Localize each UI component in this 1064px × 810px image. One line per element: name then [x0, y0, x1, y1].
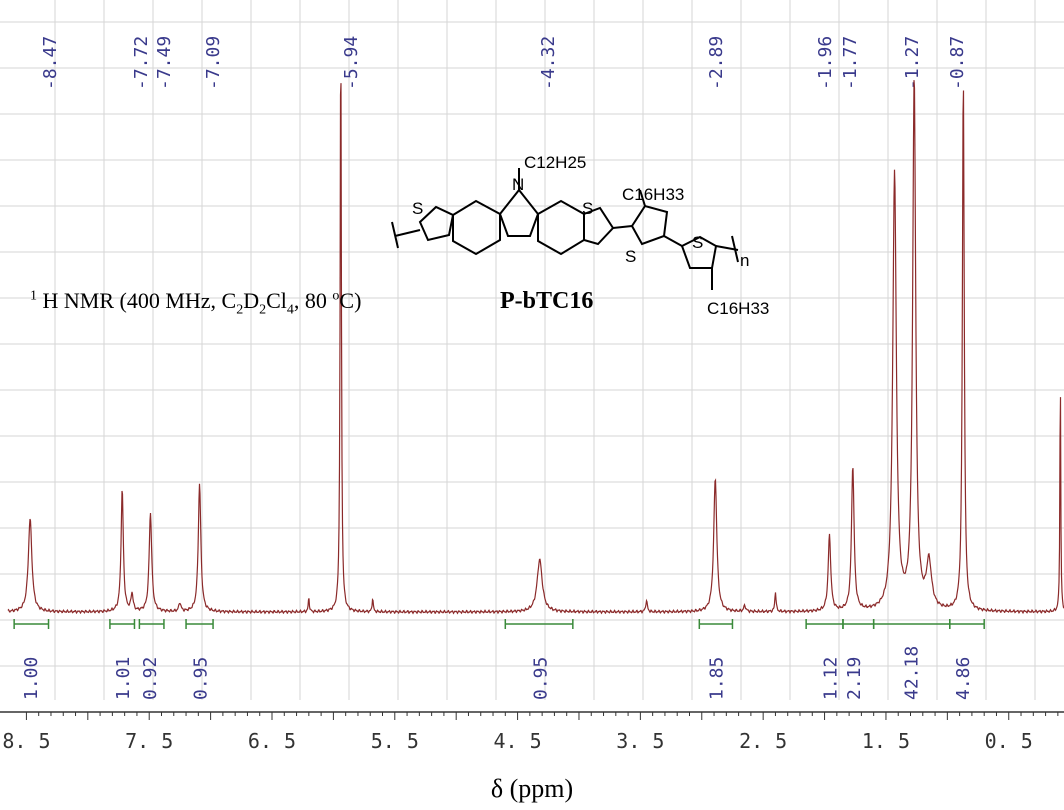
nmr-text-4: , 80	[293, 288, 333, 313]
pyrrole-ring	[498, 188, 540, 237]
x-tick-label: 4. 5	[493, 729, 541, 753]
left-benzene	[452, 199, 501, 256]
nmr-sub-3: 4	[286, 302, 294, 318]
spectrum	[7, 80, 1064, 615]
compound-name: P-bTC16	[500, 288, 594, 314]
integral-label: 1.01	[113, 657, 134, 700]
x-axis: 8. 5 7. 5 6. 5 5. 5 4. 5 3. 5 2. 5 1. 5 0. 5	[0, 711, 1064, 753]
x-axis-title: δ (ppm)	[490, 774, 574, 803]
n-label: N	[512, 175, 524, 194]
nmr-sup-2: o	[332, 288, 340, 304]
integral-label: 2.19	[844, 657, 865, 700]
peak-label: -7.09	[203, 36, 224, 90]
integral-label: 1.00	[21, 657, 42, 700]
c16-label-top: C16H33	[622, 185, 684, 204]
nmr-sub-2: 2	[259, 302, 267, 318]
peak-label: -1.96	[815, 36, 836, 90]
link-bond-2	[663, 235, 683, 247]
x-tick-label: 8. 5	[2, 729, 50, 753]
thiophene-4	[680, 235, 718, 269]
nmr-sub-1: 2	[236, 302, 244, 318]
n-repeat-label: n	[740, 251, 749, 270]
integral-label: 0.95	[531, 657, 552, 700]
integral-label: 0.92	[140, 657, 161, 700]
peak-label: -1.27	[902, 36, 923, 90]
peak-label: -5.94	[341, 36, 362, 90]
integral-label: 1.85	[706, 657, 727, 700]
peak-label: -7.72	[131, 36, 152, 90]
left-bracket	[391, 221, 399, 249]
integral-label: 1.12	[820, 657, 841, 700]
nmr-text-1: H NMR (400 MHz, C	[37, 288, 237, 313]
peak-label: -2.89	[706, 36, 727, 90]
left-bond	[394, 229, 421, 237]
thiophene-3	[630, 204, 669, 246]
x-tick-label: 5. 5	[371, 729, 419, 753]
nmr-text-3: Cl	[266, 288, 287, 313]
x-tick-label: 3. 5	[616, 729, 664, 753]
integral-label: 0.95	[191, 657, 212, 700]
left-thiophene	[418, 205, 455, 242]
x-tick-label: 1. 5	[862, 729, 910, 753]
integral-label: 4.86	[953, 657, 974, 700]
peak-labels: -8.47 -7.72-7.49 -7.09 -5.94 -4.32 -2.89 -1.96…	[40, 36, 968, 90]
right-bracket	[731, 235, 739, 263]
nmr-text-2: D	[243, 288, 260, 313]
s-label-2: S	[582, 199, 593, 218]
peak-label: -8.47	[40, 36, 61, 90]
grid	[0, 0, 1064, 700]
nmr-sup: 1	[30, 288, 37, 304]
nmr-conditions: 1 H NMR (400 MHz, C2D2Cl4, 80 oC)	[30, 288, 361, 318]
x-tick-label: 6. 5	[248, 729, 296, 753]
nmr-text-5: C)	[339, 288, 362, 313]
c16-label-bottom: C16H33	[707, 299, 769, 318]
integral-label: 42.18	[902, 646, 923, 700]
spectrum-line	[7, 80, 1064, 615]
peak-label: -7.49	[154, 36, 175, 90]
peak-label: -0.87	[947, 36, 968, 90]
s-label-1: S	[412, 199, 423, 218]
x-tick-label: 2. 5	[739, 729, 787, 753]
s-label-3: S	[625, 247, 636, 266]
right-thiophene	[583, 206, 615, 246]
c12-label: C12H25	[524, 153, 586, 172]
s-label-4: S	[692, 233, 703, 252]
link-bond	[612, 225, 633, 229]
peak-label: -1.77	[840, 36, 861, 90]
c16-bond-top	[639, 189, 646, 207]
x-tick-label: 0. 5	[985, 729, 1033, 753]
x-tick-label: 7. 5	[125, 729, 173, 753]
chemical-structure: S N C12H25 S C16H33 S S n C16H33	[391, 153, 769, 318]
peak-label: -4.32	[538, 36, 559, 90]
